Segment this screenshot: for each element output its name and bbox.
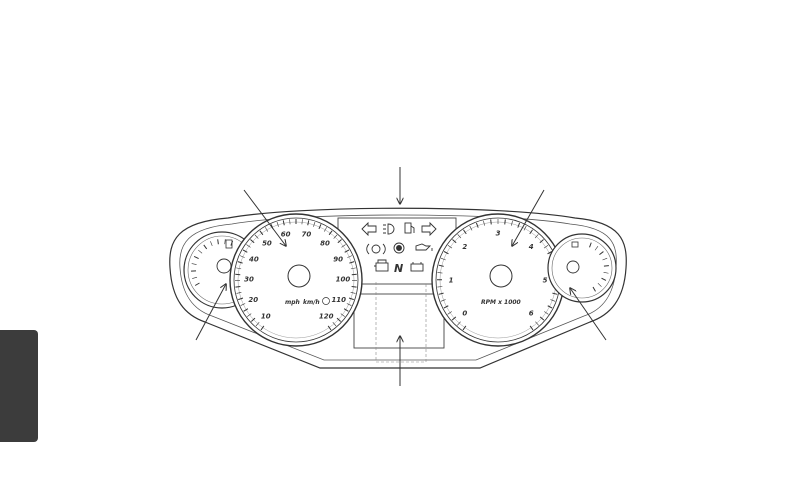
- tachometer-label: 1: [449, 276, 454, 284]
- speedometer-mph-label: 20: [248, 296, 258, 304]
- tach-unit-label: RPM x 1000: [481, 299, 521, 306]
- speedometer-mph-label: 110: [331, 296, 346, 304]
- speedometer-mph-label: 30: [244, 276, 254, 284]
- speedometer-mph-label: 120: [319, 312, 334, 320]
- tachometer-label: 5: [543, 276, 548, 284]
- tachometer-tick: [505, 219, 506, 224]
- speedometer-mph-label: 40: [249, 255, 259, 263]
- tachometer-label: 3: [496, 229, 501, 237]
- speedometer-mph-label: 80: [320, 239, 330, 247]
- section-tab: [0, 330, 38, 442]
- tachometer-label: 0: [462, 310, 467, 318]
- speedometer-mph-label: 90: [333, 255, 343, 263]
- speedometer-mph-label: 10: [261, 312, 271, 320]
- tachometer: 0 1 2 3 4 5 6 RPM x 1000: [432, 214, 564, 346]
- tachometer-label: 4: [529, 243, 534, 251]
- speedometer-mph-label: 50: [262, 239, 272, 247]
- speedometer-mph-label: 60: [281, 230, 291, 238]
- speedometer-mph-label: 70: [301, 230, 311, 238]
- tachometer-tick: [491, 219, 492, 224]
- speed-unit-mph: mph: [285, 299, 300, 306]
- speedometer-tick: [235, 287, 240, 288]
- tachometer-label: 2: [462, 243, 467, 251]
- neutral-icon: N: [394, 262, 403, 275]
- speedometer-tick: [352, 287, 357, 288]
- tachometer-label: 6: [529, 310, 534, 318]
- lcd-display: [354, 294, 444, 348]
- temperature-gauge: [548, 234, 616, 302]
- speed-unit-kmh: km/h: [303, 299, 320, 306]
- fuel-gauge-tick: [218, 239, 219, 244]
- speedometer-mph-label: 100: [336, 276, 351, 284]
